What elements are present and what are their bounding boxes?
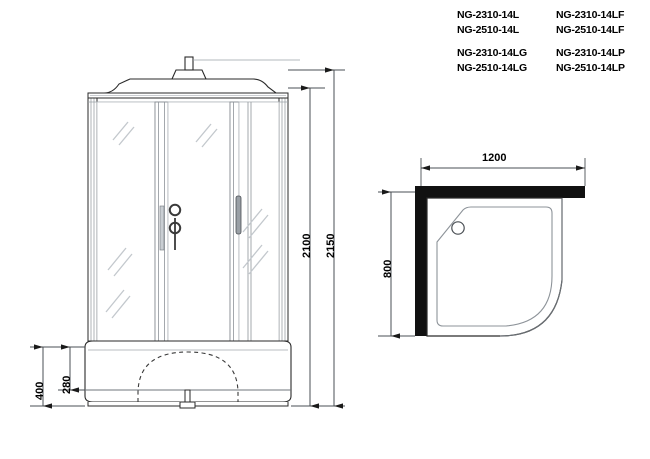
- dimension-plan-depth: 800: [382, 259, 394, 278]
- plan-basin-outline: [436, 206, 553, 327]
- glass-panels: [96, 101, 280, 342]
- dimension-height-to-roof: 2100: [301, 233, 313, 258]
- cabin-roof: [87, 78, 289, 99]
- elevation-dimension-lines: [30, 67, 345, 409]
- dimension-base-total: 400: [34, 381, 46, 400]
- model-code-label: NG-2310-14LF: [556, 9, 625, 21]
- base-tray: [84, 340, 292, 409]
- adjustable-foot: [179, 389, 196, 409]
- model-code-label: NG-2510-14LF: [556, 24, 625, 36]
- door-handle-right: [235, 195, 242, 235]
- glass-reflections: [105, 121, 269, 319]
- model-code-label: NG-2510-14LP: [556, 62, 625, 74]
- door-hardware: [159, 195, 242, 251]
- model-code-label: NG-2510-14L: [457, 24, 519, 36]
- roof-vent: [171, 56, 300, 80]
- hidden-drain-outline: [137, 351, 239, 402]
- plan-wall-left: [415, 186, 427, 336]
- model-code-label: NG-2310-14LP: [556, 47, 625, 59]
- plan-drawing: [378, 158, 586, 339]
- dimension-base-tray: 280: [61, 375, 73, 394]
- model-code-label: NG-2310-14L: [457, 9, 519, 21]
- model-code-label: NG-2510-14LG: [457, 62, 527, 74]
- dimension-plan-width: 1200: [482, 152, 507, 164]
- plan-wall-top: [415, 186, 585, 198]
- dimension-height-overall: 2150: [325, 233, 337, 258]
- model-code-label: NG-2310-14LG: [457, 47, 527, 59]
- plan-drain-icon: [451, 221, 465, 235]
